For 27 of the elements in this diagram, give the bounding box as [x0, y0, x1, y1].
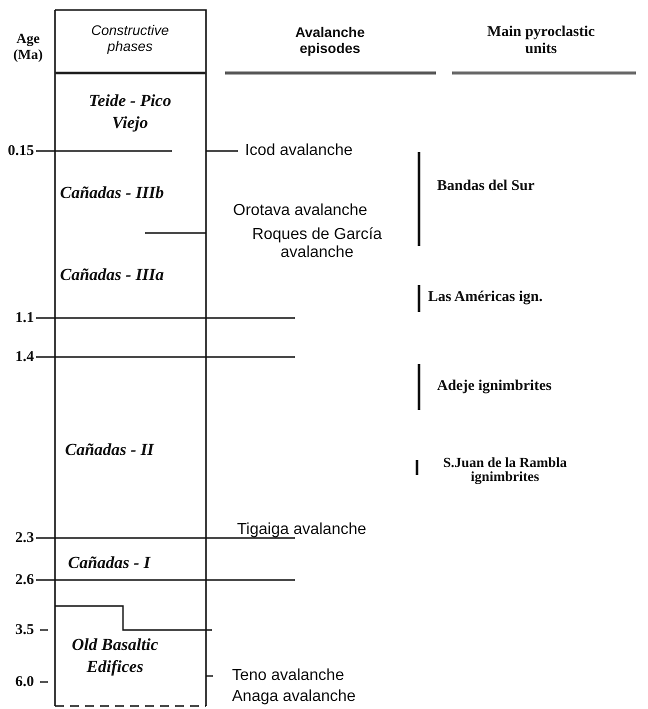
avalanche-name: Tigaiga avalanche: [237, 521, 366, 540]
avalanche-name: Teno avalanche: [232, 667, 344, 686]
avalanche-name: Anaga avalanche: [232, 688, 356, 706]
avalanche-name: Roques de García avalanche: [251, 226, 383, 263]
unit-name: Bandas del Sur: [437, 178, 535, 196]
axis-title: Age (Ma): [12, 32, 44, 64]
column-header: Avalanche episodes: [294, 24, 366, 56]
phase-name: Cañadas - IIIa: [60, 265, 164, 285]
unit-name: S.Juan de la Rambla ignimbrites: [442, 457, 568, 485]
age-value: 2.3: [14, 530, 34, 548]
age-value: 3.5: [14, 622, 34, 640]
unit-name: Adeje ignimbrites: [437, 378, 552, 396]
phase-name: Teide - Pico Viejo: [88, 90, 172, 134]
avalanche-name: Icod avalanche: [245, 142, 353, 160]
avalanche-name: Orotava avalanche: [233, 202, 368, 220]
phase-name: Old Basaltic Edifices: [70, 634, 160, 678]
phase-name: Cañadas - IIIb: [60, 183, 164, 203]
age-value: 6.0: [14, 674, 34, 692]
column-header: Main pyroclastic units: [486, 24, 596, 58]
phase-name: Cañadas - II: [65, 440, 154, 460]
age-value: 0.15: [6, 143, 34, 160]
phase-name: Cañadas - I: [68, 553, 150, 573]
unit-name: Las Américas ign.: [428, 289, 543, 306]
column-header: Constructive phases: [90, 22, 170, 54]
age-value: 1.1: [14, 310, 34, 328]
age-value: 1.4: [14, 349, 34, 366]
age-value: 2.6: [14, 572, 34, 590]
